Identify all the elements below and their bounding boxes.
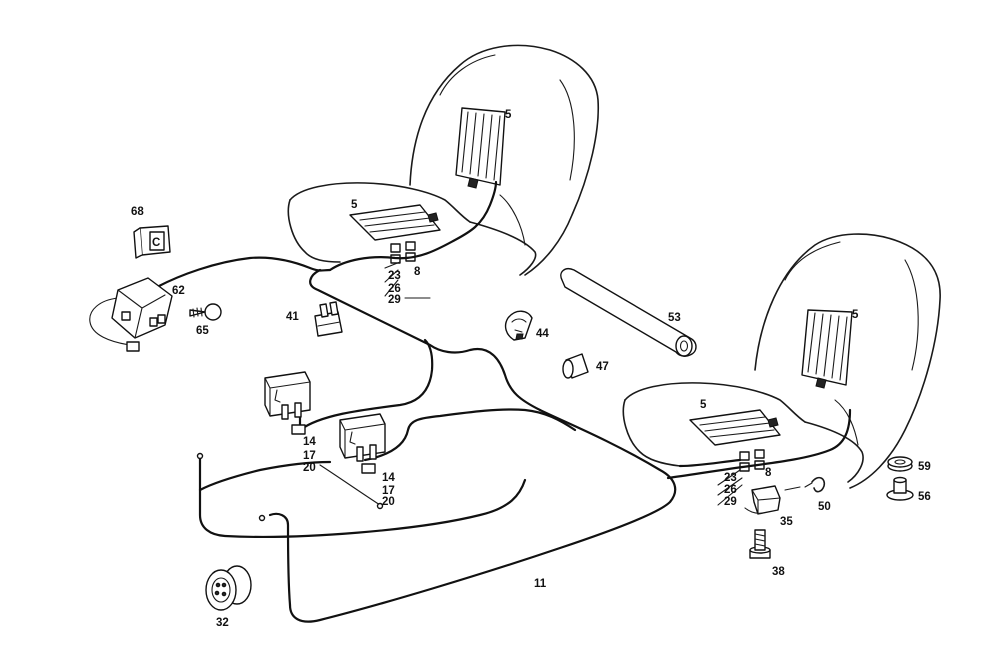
label-59: 59	[918, 461, 931, 473]
label-26-right: 26	[724, 484, 737, 496]
label-29-left: 29	[388, 294, 401, 306]
right-seat	[622, 233, 941, 489]
label-5-cushion-left: 5	[351, 199, 358, 211]
label-23-left: 23	[388, 270, 401, 282]
label-17-left: 17	[303, 450, 316, 462]
grommet-59	[887, 456, 913, 472]
bolt-38	[749, 529, 771, 559]
hook-50	[811, 476, 826, 493]
part-labels: 5 5 5 5 8 8 11 14 17 20 14 17 20 23 26 2…	[131, 109, 931, 629]
switch-left	[264, 371, 311, 435]
label-14-left: 14	[303, 436, 316, 448]
label-56: 56	[918, 491, 931, 503]
switch-right	[339, 413, 386, 474]
plug-56	[886, 476, 914, 501]
label-50: 50	[818, 501, 831, 513]
label-20-left: 20	[303, 462, 316, 474]
label-44: 44	[536, 328, 549, 340]
label-5-backrest-right: 5	[852, 309, 859, 321]
left-seat	[287, 44, 600, 276]
clamp-44	[504, 310, 533, 341]
label-8-left: 8	[414, 266, 421, 278]
tube-53	[560, 268, 697, 357]
label-5-backrest-left: 5	[505, 109, 512, 121]
screw-65	[189, 303, 222, 321]
relay-68: C	[133, 225, 171, 259]
heating-pad-cushion-right	[689, 409, 781, 446]
clip-41	[314, 301, 343, 337]
heating-pad-backrest-right	[801, 309, 853, 389]
label-26-left: 26	[388, 283, 401, 295]
label-32: 32	[216, 617, 229, 629]
wiring-harness	[89, 180, 852, 623]
label-65: 65	[196, 325, 209, 337]
relay-letter: C	[152, 237, 160, 249]
label-53: 53	[668, 312, 681, 324]
control-unit-62	[111, 277, 173, 339]
label-62: 62	[172, 285, 185, 297]
label-29-right: 29	[724, 496, 737, 508]
label-23-right: 23	[724, 472, 737, 484]
label-20-right: 20	[382, 496, 395, 508]
bracket-35	[744, 485, 781, 515]
label-5-cushion-right: 5	[700, 399, 707, 411]
heating-pad-backrest-left	[455, 107, 506, 189]
connectors-left	[390, 241, 416, 264]
label-68: 68	[131, 206, 144, 218]
heating-pad-cushion-left	[349, 204, 441, 241]
label-14-right: 14	[382, 472, 395, 484]
sleeve-47	[562, 353, 589, 379]
round-connector-32	[205, 565, 252, 611]
label-38: 38	[772, 566, 785, 578]
label-35: 35	[780, 516, 793, 528]
label-11: 11	[534, 578, 547, 590]
label-8-right: 8	[765, 467, 772, 479]
label-47: 47	[596, 361, 609, 373]
label-17-right: 17	[382, 485, 395, 497]
label-41: 41	[286, 311, 299, 323]
